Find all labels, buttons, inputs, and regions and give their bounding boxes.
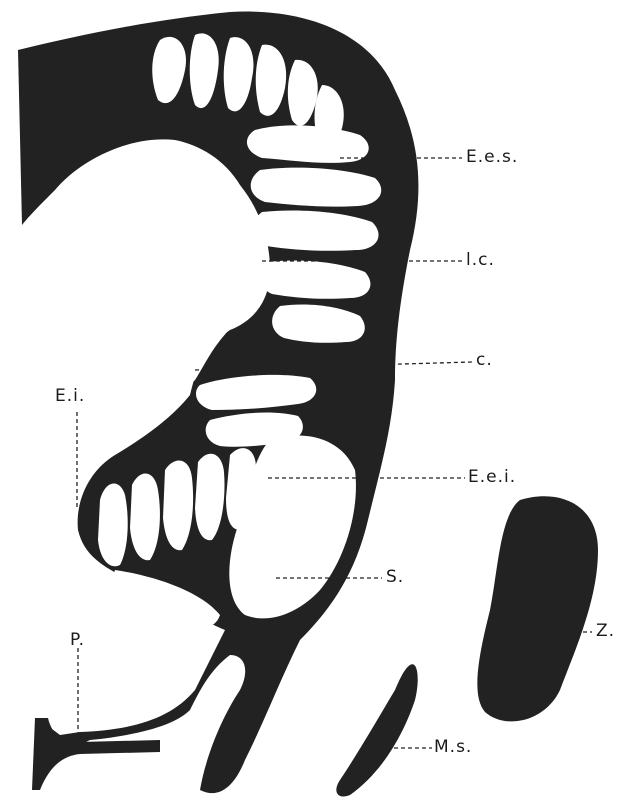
label-eei: E.e.i.: [468, 467, 516, 487]
label-lc: l.c.: [466, 250, 495, 270]
z-body: [477, 496, 598, 721]
label-ei: E.i.: [55, 386, 85, 406]
label-s: S.: [386, 567, 404, 587]
label-p: P.: [70, 630, 85, 650]
ms-body: [336, 664, 417, 796]
label-ms: M.s.: [434, 737, 472, 757]
label-ees: E.e.s.: [466, 147, 518, 167]
label-c: c.: [476, 350, 493, 370]
label-z: Z.: [596, 621, 615, 641]
